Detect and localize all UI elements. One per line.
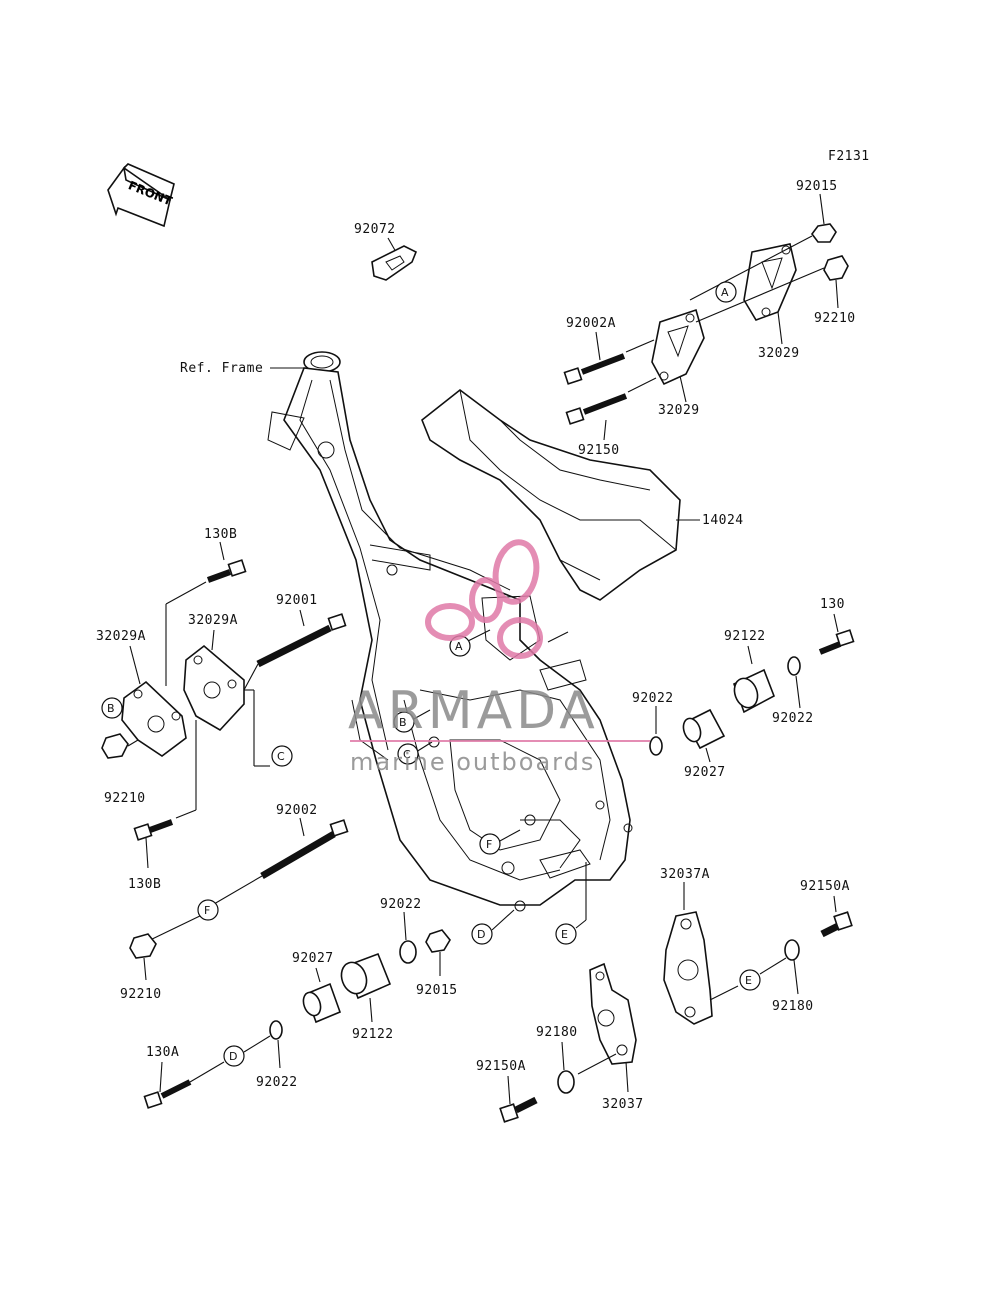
svg-text:E: E — [561, 928, 568, 941]
label-92210-top: 92210 — [814, 311, 856, 326]
part-92027-sleeve-mid: 92027 — [292, 951, 342, 1024]
label-32037A: 32037A — [660, 867, 710, 882]
part-92122-bushing-right: 92122 — [724, 629, 776, 714]
part-32037A-bracket: 32037A — [660, 867, 787, 1025]
part-92180-washer-right: 92180 — [772, 939, 814, 1014]
part-92002-bolt: 92002 — [145, 803, 349, 943]
part-130B-bolt-bottom: 130B — [128, 819, 174, 892]
label-130: 130 — [820, 597, 845, 612]
part-92150A-bolt-right: 92150A — [800, 879, 853, 938]
part-92022-washer-bottom: 92022 — [256, 1020, 298, 1090]
part-92022-washer-mid: 92022 — [380, 897, 422, 964]
label-92027-right: 92027 — [684, 765, 726, 780]
ref-marker-D-frame: D — [471, 923, 493, 945]
part-92210-nut-left: 92210 — [101, 720, 197, 819]
label-92022-mid: 92022 — [380, 897, 422, 912]
part-92122-bushing-mid: 92122 — [340, 952, 394, 1042]
watermark-brand: ARMADA — [348, 681, 599, 741]
svg-text:C: C — [277, 750, 285, 763]
ref-marker-A-top: A — [715, 281, 737, 303]
label-92210-bottom: 92210 — [120, 987, 162, 1002]
part-32029A-bracket-a: 32029A — [96, 629, 187, 757]
svg-text:F: F — [204, 904, 210, 917]
part-130B-bolt-top: 130B — [165, 527, 247, 686]
label-92180-mid: 92180 — [536, 1025, 578, 1040]
ref-marker-B-left: B — [101, 697, 123, 719]
label-92150: 92150 — [578, 443, 620, 458]
part-92210-nut-bottom: 92210 — [120, 933, 162, 1002]
ref-marker-E-frame: E — [555, 923, 577, 945]
part-92027-sleeve-right: 92027 — [682, 708, 726, 780]
ref-frame-label: Ref. Frame — [180, 361, 263, 376]
label-92015-top: 92015 — [796, 179, 838, 194]
part-32029A-bracket-b: 32029A — [183, 613, 245, 732]
label-92002: 92002 — [276, 803, 318, 818]
label-130B-bottom: 130B — [128, 877, 161, 892]
label-92027-mid: 92027 — [292, 951, 334, 966]
svg-text:D: D — [229, 1050, 237, 1063]
label-92122-right: 92122 — [724, 629, 766, 644]
part-92015-nut-mid: 92015 — [416, 929, 458, 998]
watermark: ARMADA marine outboards — [348, 539, 650, 776]
part-130A-bolt: 130A — [143, 1035, 271, 1109]
label-130B-top: 130B — [204, 527, 237, 542]
label-32029A-b: 32029A — [188, 613, 238, 628]
part-92002A-bolt: 92002A — [563, 316, 655, 385]
ref-marker-C-left: C — [271, 745, 293, 767]
label-92022-right-a: 92022 — [772, 711, 814, 726]
label-32029-top: 32029 — [758, 346, 800, 361]
part-92072-clip: 92072 — [354, 222, 418, 281]
part-92180-washer-mid: 92180 — [536, 1025, 578, 1094]
label-14024: 14024 — [702, 513, 744, 528]
label-92022-bottom: 92022 — [256, 1075, 298, 1090]
part-92015-nut-top: 92015 — [796, 179, 838, 243]
label-92150A-bottom: 92150A — [476, 1059, 526, 1074]
ref-marker-E-right: E — [739, 969, 761, 991]
label-92002A: 92002A — [566, 316, 616, 331]
label-92001: 92001 — [276, 593, 318, 608]
label-92015-mid: 92015 — [416, 983, 458, 998]
svg-text:D: D — [477, 928, 485, 941]
label-130A: 130A — [146, 1045, 179, 1060]
part-92150A-bolt-bottom: 92150A — [476, 1059, 538, 1123]
part-32029-bracket-top: 32029 — [743, 243, 800, 361]
figure-code: F2131 — [828, 149, 870, 164]
svg-text:B: B — [399, 716, 407, 729]
label-92122-mid: 92122 — [352, 1027, 394, 1042]
ref-marker-D-left: D — [223, 1045, 245, 1067]
ref-marker-F-frame: F — [479, 833, 501, 855]
part-92001-bolt: 92001 — [243, 593, 347, 691]
label-92150A-right: 92150A — [800, 879, 850, 894]
svg-text:E: E — [745, 974, 752, 987]
label-92072: 92072 — [354, 222, 396, 237]
svg-text:B: B — [107, 702, 115, 715]
part-32037-bracket: 32037 — [577, 962, 644, 1112]
label-32029-mid: 32029 — [658, 403, 700, 418]
watermark-tagline: marine outboards — [350, 748, 595, 776]
part-92150-bolt: 92150 — [565, 377, 657, 458]
label-92180-right: 92180 — [772, 999, 814, 1014]
part-130-bolt: 130 — [818, 597, 855, 655]
ref-marker-C-frame: C — [397, 743, 419, 765]
svg-text:F: F — [486, 838, 492, 851]
part-92022-washer-right-a: 92022 — [772, 656, 814, 726]
part-92022-washer-right-b: 92022 — [632, 691, 674, 756]
label-32037: 32037 — [602, 1097, 644, 1112]
svg-text:C: C — [403, 748, 411, 761]
part-92210-nut-top: 92210 — [814, 255, 856, 326]
watermark-flower-icon — [425, 539, 543, 659]
ref-marker-F-left: F — [197, 899, 219, 921]
part-32029-bracket-mid: 32029 — [651, 308, 705, 418]
ref-marker-B-frame: B — [393, 711, 415, 733]
svg-text:A: A — [721, 286, 729, 299]
part-14024-cover: 14024 — [421, 388, 744, 601]
label-92022-right-b: 92022 — [632, 691, 674, 706]
label-32029A-a: 32029A — [96, 629, 146, 644]
label-92210-left: 92210 — [104, 791, 146, 806]
front-arrow-icon: FRONT — [107, 163, 175, 228]
svg-text:A: A — [455, 640, 463, 653]
